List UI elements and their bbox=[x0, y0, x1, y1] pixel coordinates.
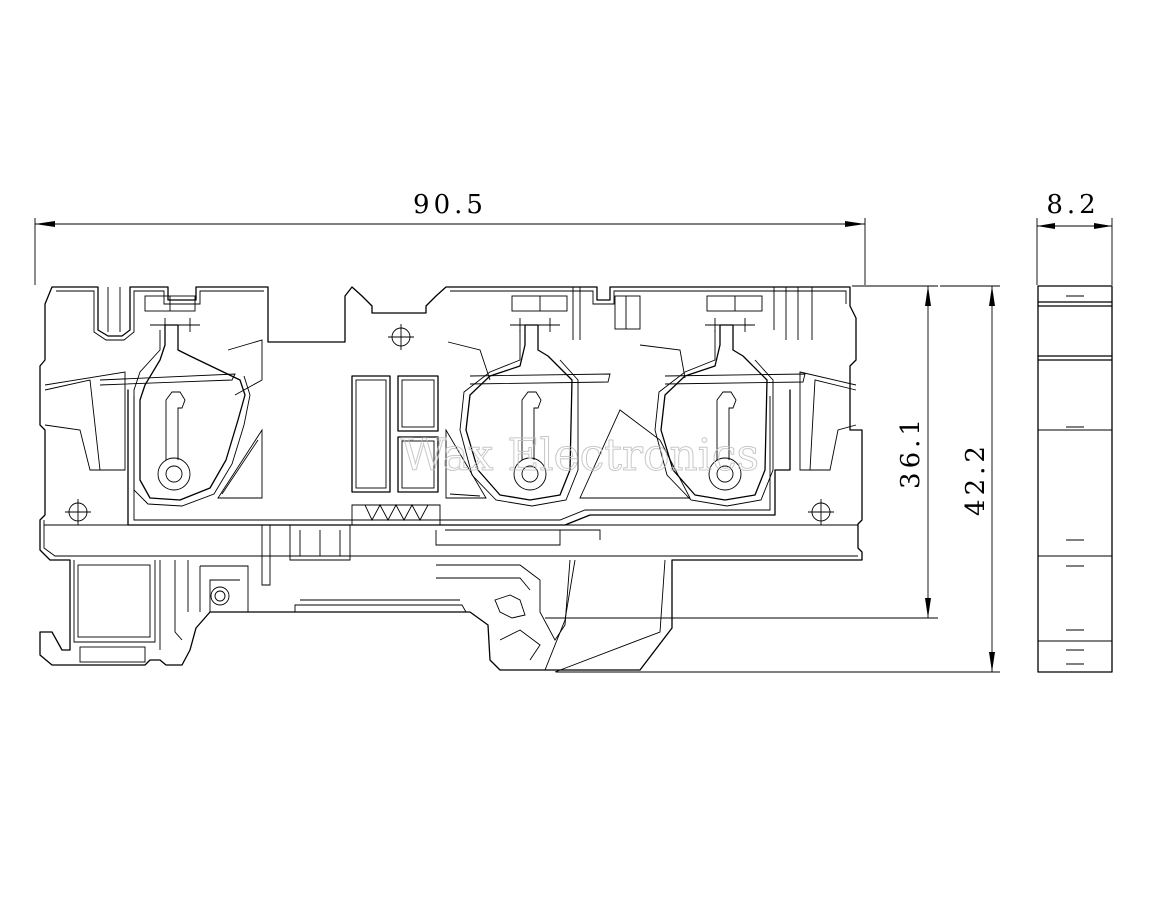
dim-label-width: 8.2 bbox=[1046, 190, 1099, 220]
top-pads bbox=[107, 287, 813, 340]
dimension-width: 8.2 bbox=[1036, 190, 1113, 285]
internal-chamber bbox=[44, 339, 857, 526]
dimension-overall-length: 90.5 bbox=[34, 190, 866, 285]
dim-label-overall-height: 42.2 bbox=[961, 442, 991, 516]
spring-clamp-middle bbox=[459, 318, 611, 507]
dimension-overall-height: 42.2 bbox=[556, 285, 1000, 673]
dim-label-height-to-rail: 36.1 bbox=[896, 415, 926, 489]
dim-label-overall-length: 90.5 bbox=[413, 190, 487, 220]
spring-clamp-left bbox=[99, 318, 251, 507]
lower-base bbox=[73, 525, 666, 673]
mounting-holes bbox=[65, 324, 834, 606]
watermark: Wax Electronics bbox=[401, 430, 759, 481]
spring-clamp-right bbox=[654, 318, 806, 507]
dimension-height-to-rail: 36.1 bbox=[545, 285, 938, 619]
end-view bbox=[1037, 285, 1113, 673]
center-windows bbox=[351, 375, 441, 526]
